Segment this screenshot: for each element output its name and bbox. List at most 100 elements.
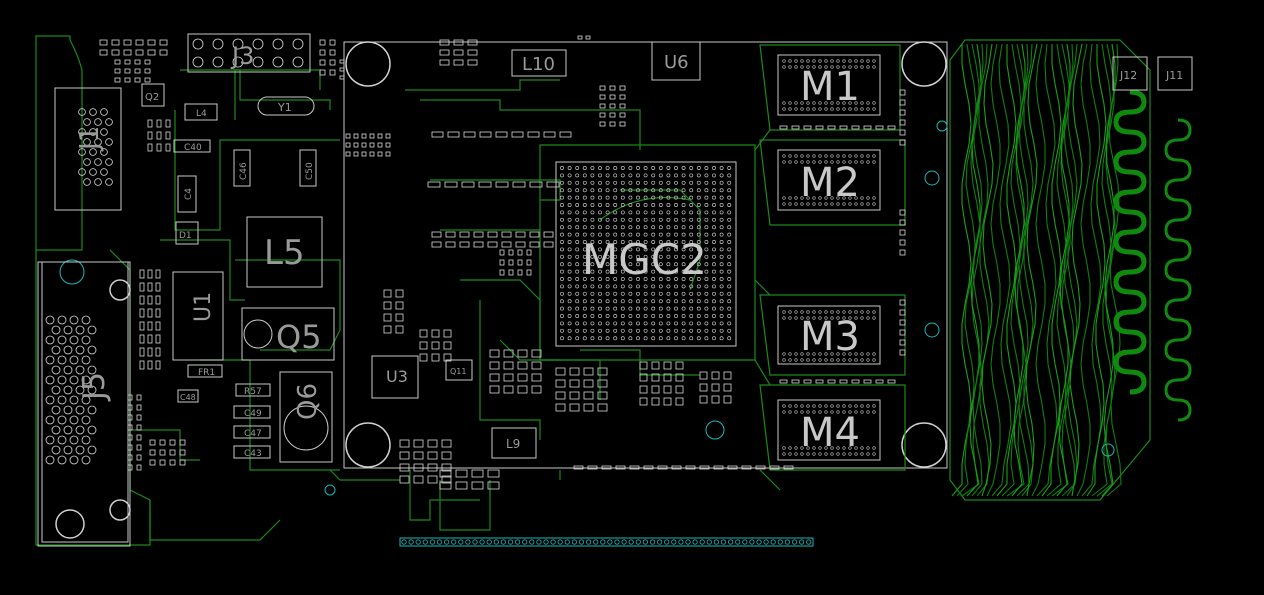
bga-ball — [643, 321, 648, 326]
bga-ball — [704, 217, 709, 222]
pad — [461, 181, 475, 188]
mem-ball — [854, 196, 858, 200]
label-M3: M3 — [800, 314, 860, 360]
label-L5: L5 — [264, 233, 305, 273]
mem-ball — [866, 59, 870, 63]
pin — [87, 385, 97, 395]
bga-ball — [598, 299, 602, 304]
pad — [675, 397, 684, 406]
pad — [597, 403, 608, 412]
bga-ball — [613, 336, 618, 341]
mem-ball — [788, 65, 792, 69]
pad — [345, 151, 351, 157]
mem-ball — [872, 310, 876, 314]
pad — [453, 59, 464, 66]
mem-ball — [800, 352, 804, 356]
bga-ball — [567, 195, 572, 200]
edge-pin — [706, 539, 712, 545]
via — [1101, 443, 1115, 457]
bga-ball — [582, 210, 587, 215]
edge-pin — [727, 539, 734, 545]
bga-ball — [560, 269, 564, 274]
edge-pin — [564, 539, 570, 545]
pad — [127, 464, 133, 471]
bga-ball — [727, 210, 732, 215]
bga-ball — [567, 240, 572, 244]
pad — [136, 444, 142, 451]
mem-ball — [848, 59, 852, 63]
pin — [87, 365, 97, 375]
bga-ball — [628, 195, 633, 200]
mem-ball — [806, 59, 810, 63]
bga-ball — [689, 314, 694, 318]
edge-pin — [486, 539, 492, 545]
pin — [87, 325, 97, 335]
mem-ball — [860, 310, 864, 314]
pad — [609, 112, 616, 118]
mem-ball — [830, 65, 834, 69]
pin — [89, 148, 97, 156]
mem-ball — [788, 358, 792, 362]
bga-ball — [651, 314, 656, 318]
pin — [212, 38, 224, 50]
pad — [155, 334, 161, 344]
mem-ball — [830, 316, 834, 320]
pad — [441, 463, 452, 472]
pad — [478, 181, 492, 188]
pad — [147, 360, 153, 370]
pad — [383, 313, 392, 322]
label-L9: L9 — [506, 437, 520, 451]
pin — [63, 385, 73, 395]
pad — [329, 49, 336, 56]
edge-pin — [649, 539, 656, 545]
pad — [156, 143, 162, 152]
pad — [473, 241, 484, 248]
bga-ball — [674, 173, 678, 178]
bga-ball — [628, 306, 633, 311]
bga-ball — [605, 217, 610, 222]
bga-ball — [628, 225, 633, 230]
bga-ball — [674, 262, 678, 267]
mem-ball — [866, 446, 870, 450]
bga-ball — [605, 173, 610, 178]
bga-ball — [666, 210, 671, 215]
bga-ball — [605, 299, 610, 304]
pin — [75, 345, 85, 355]
pad — [471, 481, 484, 490]
bga-ball — [681, 195, 686, 200]
mem-ball — [818, 310, 822, 314]
bga-ball — [719, 336, 724, 341]
bga-ball — [689, 291, 694, 296]
pad — [169, 449, 176, 456]
bga-ball — [696, 195, 701, 200]
bga-ball — [643, 180, 648, 185]
edge-pin — [436, 539, 443, 545]
component-U3: U3 — [371, 355, 419, 399]
pad — [495, 181, 509, 188]
bga-ball — [658, 180, 663, 185]
bga-ball — [567, 203, 572, 207]
mem-ball — [854, 446, 858, 450]
pad — [147, 295, 153, 305]
mem-ball — [794, 160, 798, 164]
bga-ball — [605, 328, 610, 333]
bga-ball — [643, 291, 648, 296]
bga-ball — [598, 210, 602, 215]
pad — [441, 475, 452, 484]
bga-ball — [643, 299, 648, 304]
pin — [81, 355, 91, 365]
bga-ball — [560, 336, 564, 341]
pin — [75, 445, 85, 455]
bga-ball — [704, 254, 709, 259]
edge-pin — [756, 539, 762, 545]
pin — [87, 425, 97, 435]
pad — [413, 451, 424, 460]
bga-ball — [590, 328, 595, 333]
bga-ball — [628, 217, 633, 222]
mem-ball — [836, 446, 840, 450]
bus-trace — [1001, 43, 1022, 497]
bga-ball — [704, 188, 709, 193]
bga-ball — [674, 277, 678, 281]
bga-ball — [727, 173, 732, 178]
bga-ball — [712, 188, 716, 193]
